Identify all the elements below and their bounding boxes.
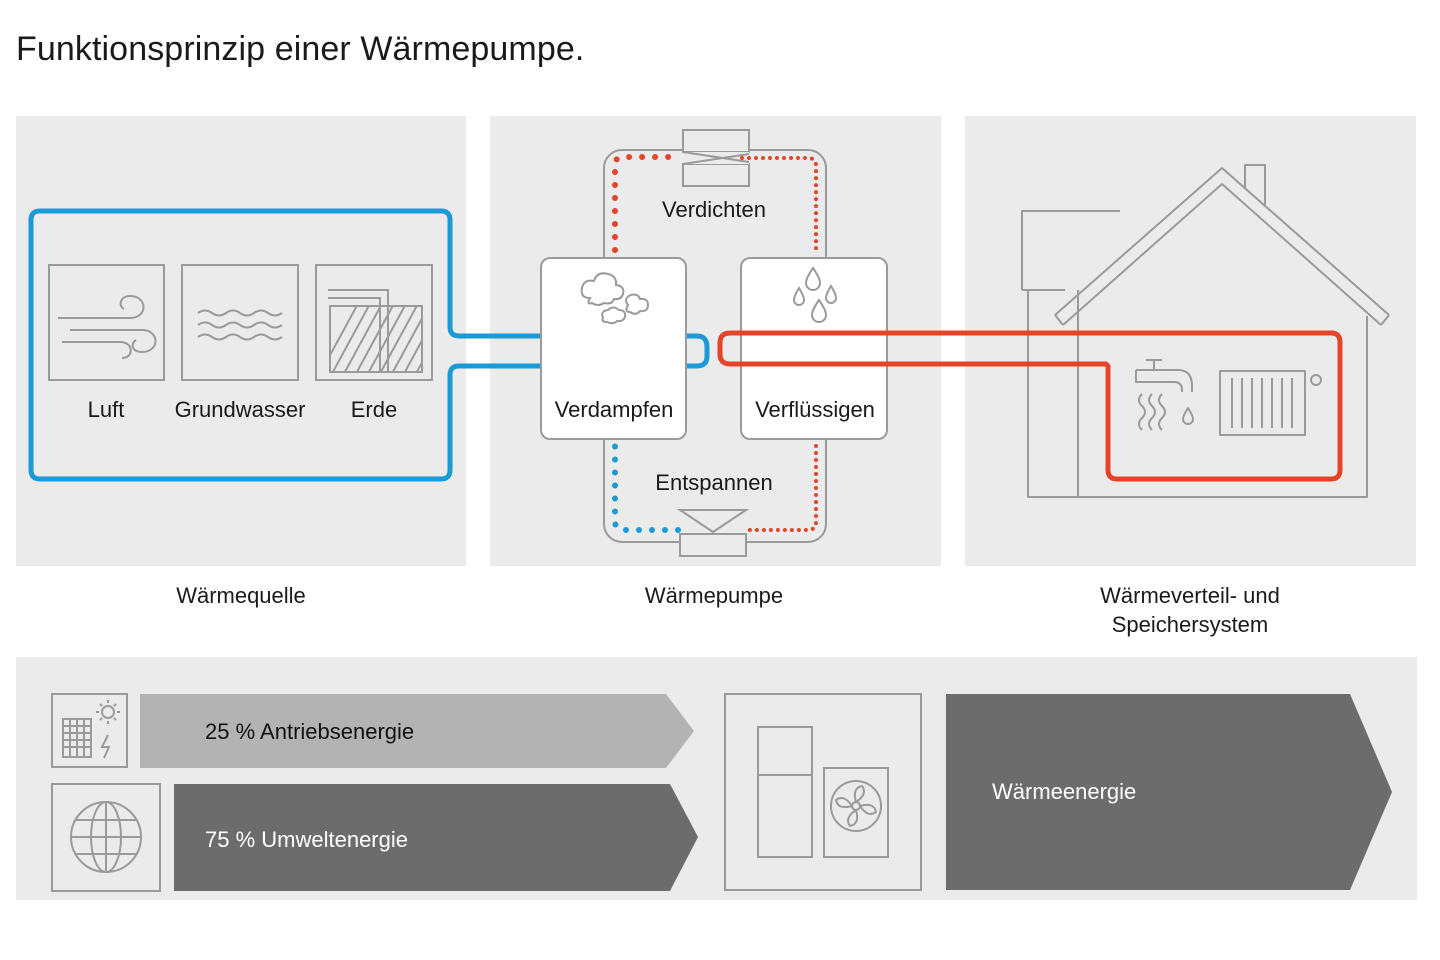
ground-probe-icon (328, 289, 423, 373)
condenser-card (740, 257, 888, 440)
radiator-icon (1219, 370, 1322, 436)
page-title: Funktionsprinzip einer Wärmepumpe. (16, 30, 585, 68)
distribution-caption-line1: Wärmeverteil- und (1100, 583, 1280, 608)
environment-energy-label: 75 % Umweltenergie (205, 827, 408, 852)
groundwater-label: Grundwasser (175, 397, 306, 422)
hot-liquid-flow (746, 444, 818, 532)
water-tap-icon (1135, 359, 1194, 425)
condense-label: Verflüssigen (755, 397, 875, 422)
hot-circuit-line (717, 330, 1343, 482)
drive-energy-arrow (140, 694, 694, 768)
heat-pump-caption: Wärmepumpe (645, 583, 783, 608)
hot-gas-flow-right (740, 156, 818, 254)
distribution-panel (965, 116, 1416, 566)
expansion-valve-icon (676, 509, 750, 557)
evaporate-label: Verdampfen (555, 397, 674, 422)
wind-icon (58, 294, 157, 359)
hot-gas-flow (612, 154, 679, 253)
vapor-cloud-icon (580, 272, 650, 325)
heat-energy-label: Wärmeenergie (992, 779, 1136, 804)
compress-label: Verdichten (662, 197, 766, 222)
heat-waves-icon (1138, 393, 1166, 431)
ground-source-box (315, 264, 433, 381)
evaporator-card (540, 257, 687, 440)
cold-liquid-flow (612, 441, 681, 533)
compressor-icon (682, 129, 750, 187)
heat-energy-arrow (946, 694, 1392, 890)
cold-circuit-line (28, 208, 710, 482)
globe-icon (51, 783, 161, 892)
water-waves-icon (197, 309, 283, 341)
environment-energy-arrow (174, 784, 698, 891)
earth-label: Erde (351, 397, 397, 422)
droplets-icon (792, 266, 838, 323)
house-icon (1021, 164, 1390, 498)
air-label: Luft (88, 397, 125, 422)
heat-source-caption: Wärmequelle (176, 583, 306, 608)
expand-label: Entspannen (655, 470, 772, 495)
air-source-box (48, 264, 165, 381)
heat-pump-unit-icon (724, 693, 922, 891)
distribution-caption-line2: Speichersystem (1112, 612, 1269, 637)
groundwater-source-box (181, 264, 299, 381)
solar-panel-icon (51, 693, 128, 768)
drive-energy-label: 25 % Antriebsenergie (205, 719, 414, 744)
